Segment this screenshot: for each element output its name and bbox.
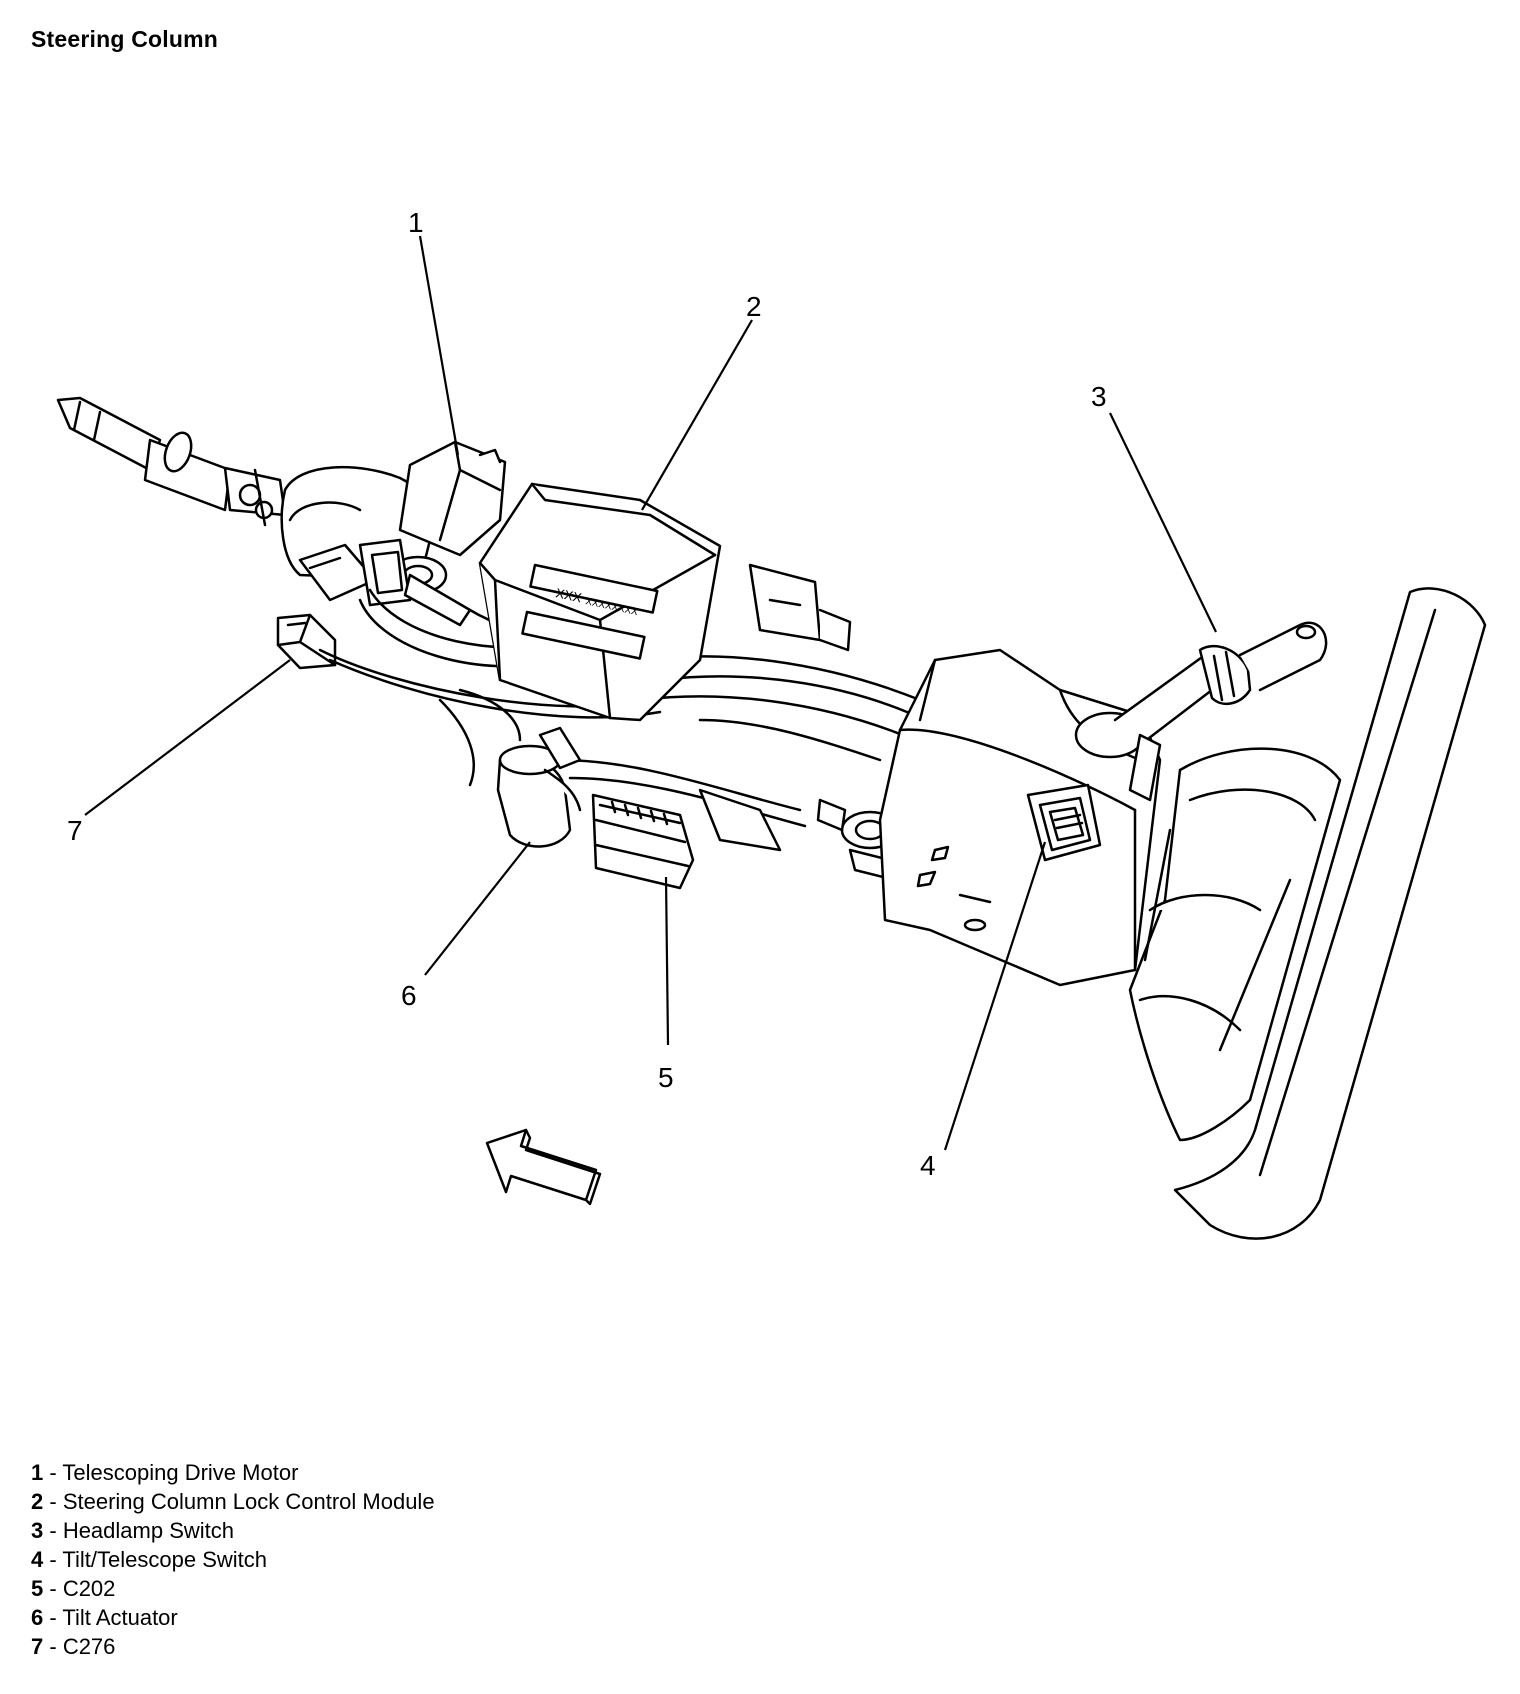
leader-lines [84, 235, 1217, 1151]
motor-connector-cluster [298, 538, 472, 627]
legend: 1 - Telescoping Drive Motor 2 - Steering… [31, 1458, 435, 1661]
headlamp-switch [1074, 621, 1328, 759]
legend-item-1: 1 - Telescoping Drive Motor [31, 1460, 299, 1485]
module-label: XXX [554, 585, 583, 605]
callout-1: 1 [408, 207, 424, 238]
callout-5: 5 [658, 1062, 674, 1093]
legend-item-3: 3 - Headlamp Switch [31, 1518, 234, 1543]
tilt-actuator [496, 726, 582, 848]
callout-6: 6 [401, 980, 417, 1011]
tilt-telescope-switch [1026, 783, 1102, 862]
lower-column-body [698, 788, 900, 882]
legend-item-7: 7 - C276 [31, 1634, 116, 1659]
page-title: Steering Column [31, 26, 219, 52]
switch-shroud [878, 648, 1162, 987]
steering-wheel [1128, 587, 1487, 1240]
callout-3: 3 [1091, 381, 1107, 412]
direction-arrow-icon [485, 1128, 602, 1206]
c202-connector [591, 793, 695, 890]
callout-7: 7 [67, 815, 83, 846]
legend-item-5: 5 - C202 [31, 1576, 116, 1601]
callout-2: 2 [746, 291, 762, 322]
legend-item-4: 4 - Tilt/Telescope Switch [31, 1547, 268, 1572]
legend-item-2: 2 - Steering Column Lock Control Module [31, 1489, 435, 1514]
legend-item-6: 6 - Tilt Actuator [31, 1605, 178, 1630]
callout-4: 4 [920, 1150, 936, 1181]
intermediate-shaft [56, 396, 287, 527]
c276-connector [276, 613, 337, 670]
column-bracket [748, 563, 852, 652]
callout-numbers: 1 2 3 4 5 6 7 [67, 207, 1107, 1181]
steering-column-lock-control-module: XXX XXXXXXXX [478, 482, 722, 722]
